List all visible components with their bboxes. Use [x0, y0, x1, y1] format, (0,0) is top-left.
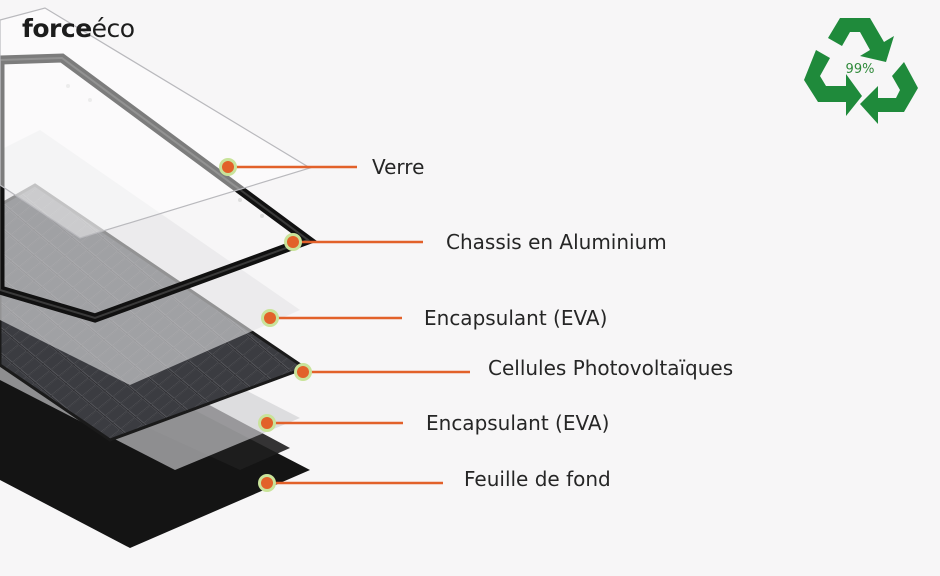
label-glass: Verre	[372, 155, 425, 179]
recycle-badge: 99%	[804, 18, 918, 124]
aluminium-frame-layer	[0, 53, 318, 323]
label-backsheet: Feuille de fond	[464, 467, 611, 491]
marker-dot-glass	[222, 161, 234, 173]
label-photovoltaic-cells: Cellules Photovoltaïques	[488, 356, 734, 380]
eva-upper-layer	[0, 130, 300, 385]
recycle-icon	[804, 18, 918, 124]
marker-dot-photovoltaic-cells	[297, 366, 309, 378]
recycle-percent: 99%	[846, 62, 875, 77]
label-aluminium-frame: Chassis en Aluminium	[446, 230, 667, 254]
glass-layer	[0, 7, 312, 239]
brand-logo: forceéco	[22, 14, 135, 43]
label-eva-top: Encapsulant (EVA)	[424, 306, 608, 330]
marker-dot-eva-bottom	[261, 417, 273, 429]
marker-dot-backsheet	[261, 477, 273, 489]
marker-dot-eva-top	[264, 312, 276, 324]
brand-name-main: force	[22, 14, 92, 43]
label-eva-bottom: Encapsulant (EVA)	[426, 411, 610, 435]
marker-dot-aluminium-frame	[287, 236, 299, 248]
brand-name-accent: éco	[91, 14, 135, 43]
